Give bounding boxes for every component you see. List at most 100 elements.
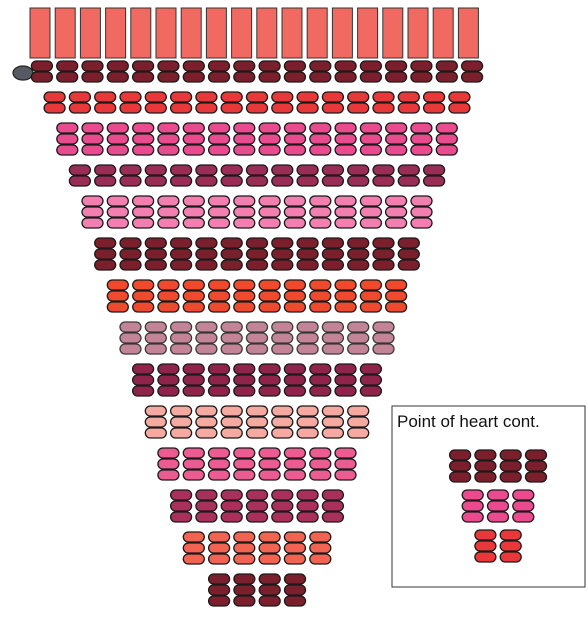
bead — [335, 145, 356, 155]
bead — [411, 145, 432, 155]
fringe-bead — [332, 8, 352, 58]
bead — [120, 176, 141, 186]
bead — [247, 92, 268, 102]
bead — [158, 61, 179, 71]
bead — [259, 364, 280, 374]
bead — [373, 260, 394, 270]
bead — [272, 238, 293, 248]
bead — [107, 72, 128, 82]
bead — [297, 322, 318, 332]
bead — [297, 249, 318, 259]
bead — [82, 145, 103, 155]
pattern-band — [69, 165, 444, 186]
bead — [297, 260, 318, 270]
bead — [335, 61, 356, 71]
bead — [221, 103, 242, 113]
bead — [183, 470, 204, 480]
bead — [259, 386, 280, 396]
bead — [183, 543, 204, 553]
bead — [386, 134, 407, 144]
bead — [386, 145, 407, 155]
bead — [196, 344, 217, 354]
bead — [360, 196, 381, 206]
bead — [335, 302, 356, 312]
bead — [133, 218, 154, 228]
bead — [360, 145, 381, 155]
bead — [424, 176, 445, 186]
bead — [107, 207, 128, 217]
bead — [221, 249, 242, 259]
bead — [234, 470, 255, 480]
bead — [310, 218, 331, 228]
bead — [82, 72, 103, 82]
bead — [158, 72, 179, 82]
bead — [285, 145, 306, 155]
bead — [335, 375, 356, 385]
pattern-band — [133, 364, 382, 396]
bead — [259, 574, 280, 584]
bead — [310, 386, 331, 396]
bead — [234, 596, 255, 606]
bead — [284, 61, 305, 71]
bead — [272, 103, 293, 113]
bead — [284, 543, 305, 553]
bead — [348, 92, 369, 102]
bead — [234, 448, 255, 458]
bead — [247, 260, 268, 270]
bead — [221, 165, 242, 175]
bead — [145, 176, 166, 186]
bead — [209, 291, 230, 301]
bead — [259, 554, 280, 564]
bead — [221, 490, 242, 500]
bead — [335, 291, 356, 301]
bead — [259, 61, 280, 71]
bead — [285, 123, 306, 133]
bead — [398, 165, 419, 175]
fringe-bead — [206, 8, 226, 58]
bead — [133, 302, 154, 312]
bead — [348, 238, 369, 248]
bead — [348, 260, 369, 270]
bead — [348, 322, 369, 332]
bead — [171, 333, 192, 343]
bead — [69, 103, 90, 113]
bead — [284, 302, 305, 312]
marker-oval — [13, 66, 33, 80]
bead — [322, 428, 343, 438]
bead — [234, 218, 255, 228]
bead — [360, 302, 381, 312]
bead — [221, 260, 242, 270]
bead — [360, 364, 381, 374]
bead — [209, 218, 230, 228]
bead — [221, 428, 242, 438]
bead — [107, 196, 128, 206]
bead — [209, 459, 230, 469]
bead — [310, 145, 331, 155]
bead — [247, 103, 268, 113]
bead — [183, 61, 204, 71]
bead — [284, 72, 305, 82]
bead — [284, 207, 305, 217]
bead — [209, 207, 230, 217]
bead — [259, 134, 280, 144]
bead — [259, 375, 280, 385]
bead — [234, 585, 255, 595]
bead — [500, 541, 521, 551]
bead — [234, 554, 255, 564]
bead — [158, 364, 179, 374]
bead — [424, 92, 445, 102]
bead — [120, 238, 141, 248]
fringe-bead — [30, 8, 50, 58]
bead — [259, 448, 280, 458]
bead — [183, 291, 204, 301]
bead — [373, 238, 394, 248]
bead — [209, 532, 230, 542]
bead — [247, 417, 268, 427]
bead — [500, 472, 521, 482]
bead — [196, 512, 217, 522]
bead — [310, 280, 331, 290]
bead — [310, 364, 331, 374]
bead — [373, 344, 394, 354]
bead — [95, 92, 116, 102]
bead — [171, 501, 192, 511]
